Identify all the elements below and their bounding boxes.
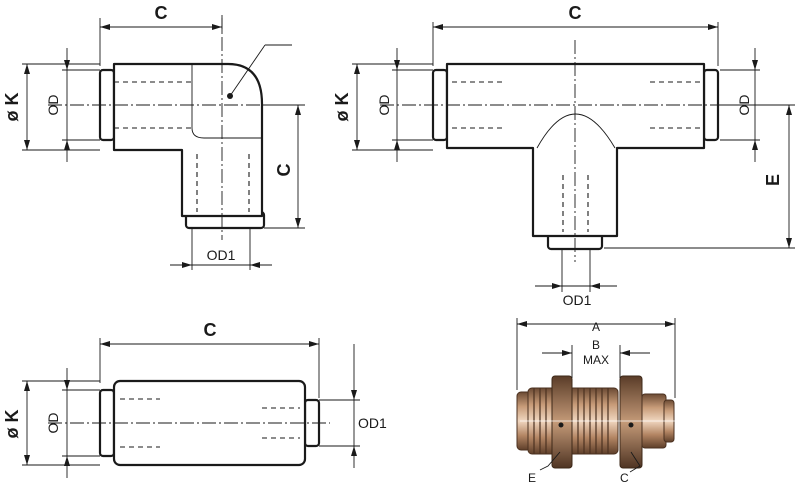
elbow-dim-c-top: C [155, 3, 168, 23]
thread-ridges [533, 388, 609, 454]
tee-body [445, 62, 706, 238]
reducer-dim-od1: OD1 [358, 415, 387, 431]
elbow-inner-corner [191, 64, 262, 139]
bulkhead-dim-a: A [592, 320, 600, 334]
reducer-dim-k: ø K [2, 410, 22, 439]
reducer-dim-c: C [204, 320, 217, 340]
tee-dim-od1: OD1 [563, 292, 592, 308]
lock-nut [551, 375, 573, 469]
elbow-dim-c-right: C [274, 164, 294, 177]
bulkhead-label-e: E [528, 471, 536, 485]
bulkhead-dim-b: B [592, 338, 600, 352]
tee-intersection-curve [536, 113, 616, 149]
bulkhead-label-c: C [620, 471, 629, 485]
tee-dim-od-left: OD [376, 95, 392, 116]
elbow-body [112, 62, 264, 218]
bulkhead-dim-max: MAX [583, 353, 609, 367]
reducer-dim-od: OD [45, 413, 61, 434]
bulkhead-fitting-illustration: A B MAX E C [516, 318, 680, 485]
elbow-dim-od: OD [45, 95, 61, 116]
tee-dim-c: C [569, 3, 582, 23]
reducer-fitting: C ø K OD OD1 [2, 320, 387, 478]
tee-dim-k: ø K [332, 93, 352, 122]
elbow-fitting: C C ø K OD OD1 [2, 3, 305, 270]
tee-dim-e: E [763, 174, 783, 186]
elbow-dim-od1: OD1 [207, 247, 236, 263]
elbow-dim-k: ø K [2, 93, 22, 122]
tee-fitting: C E OD ø K OD OD1 [332, 3, 795, 308]
tee-dim-od-right: OD [736, 95, 752, 116]
